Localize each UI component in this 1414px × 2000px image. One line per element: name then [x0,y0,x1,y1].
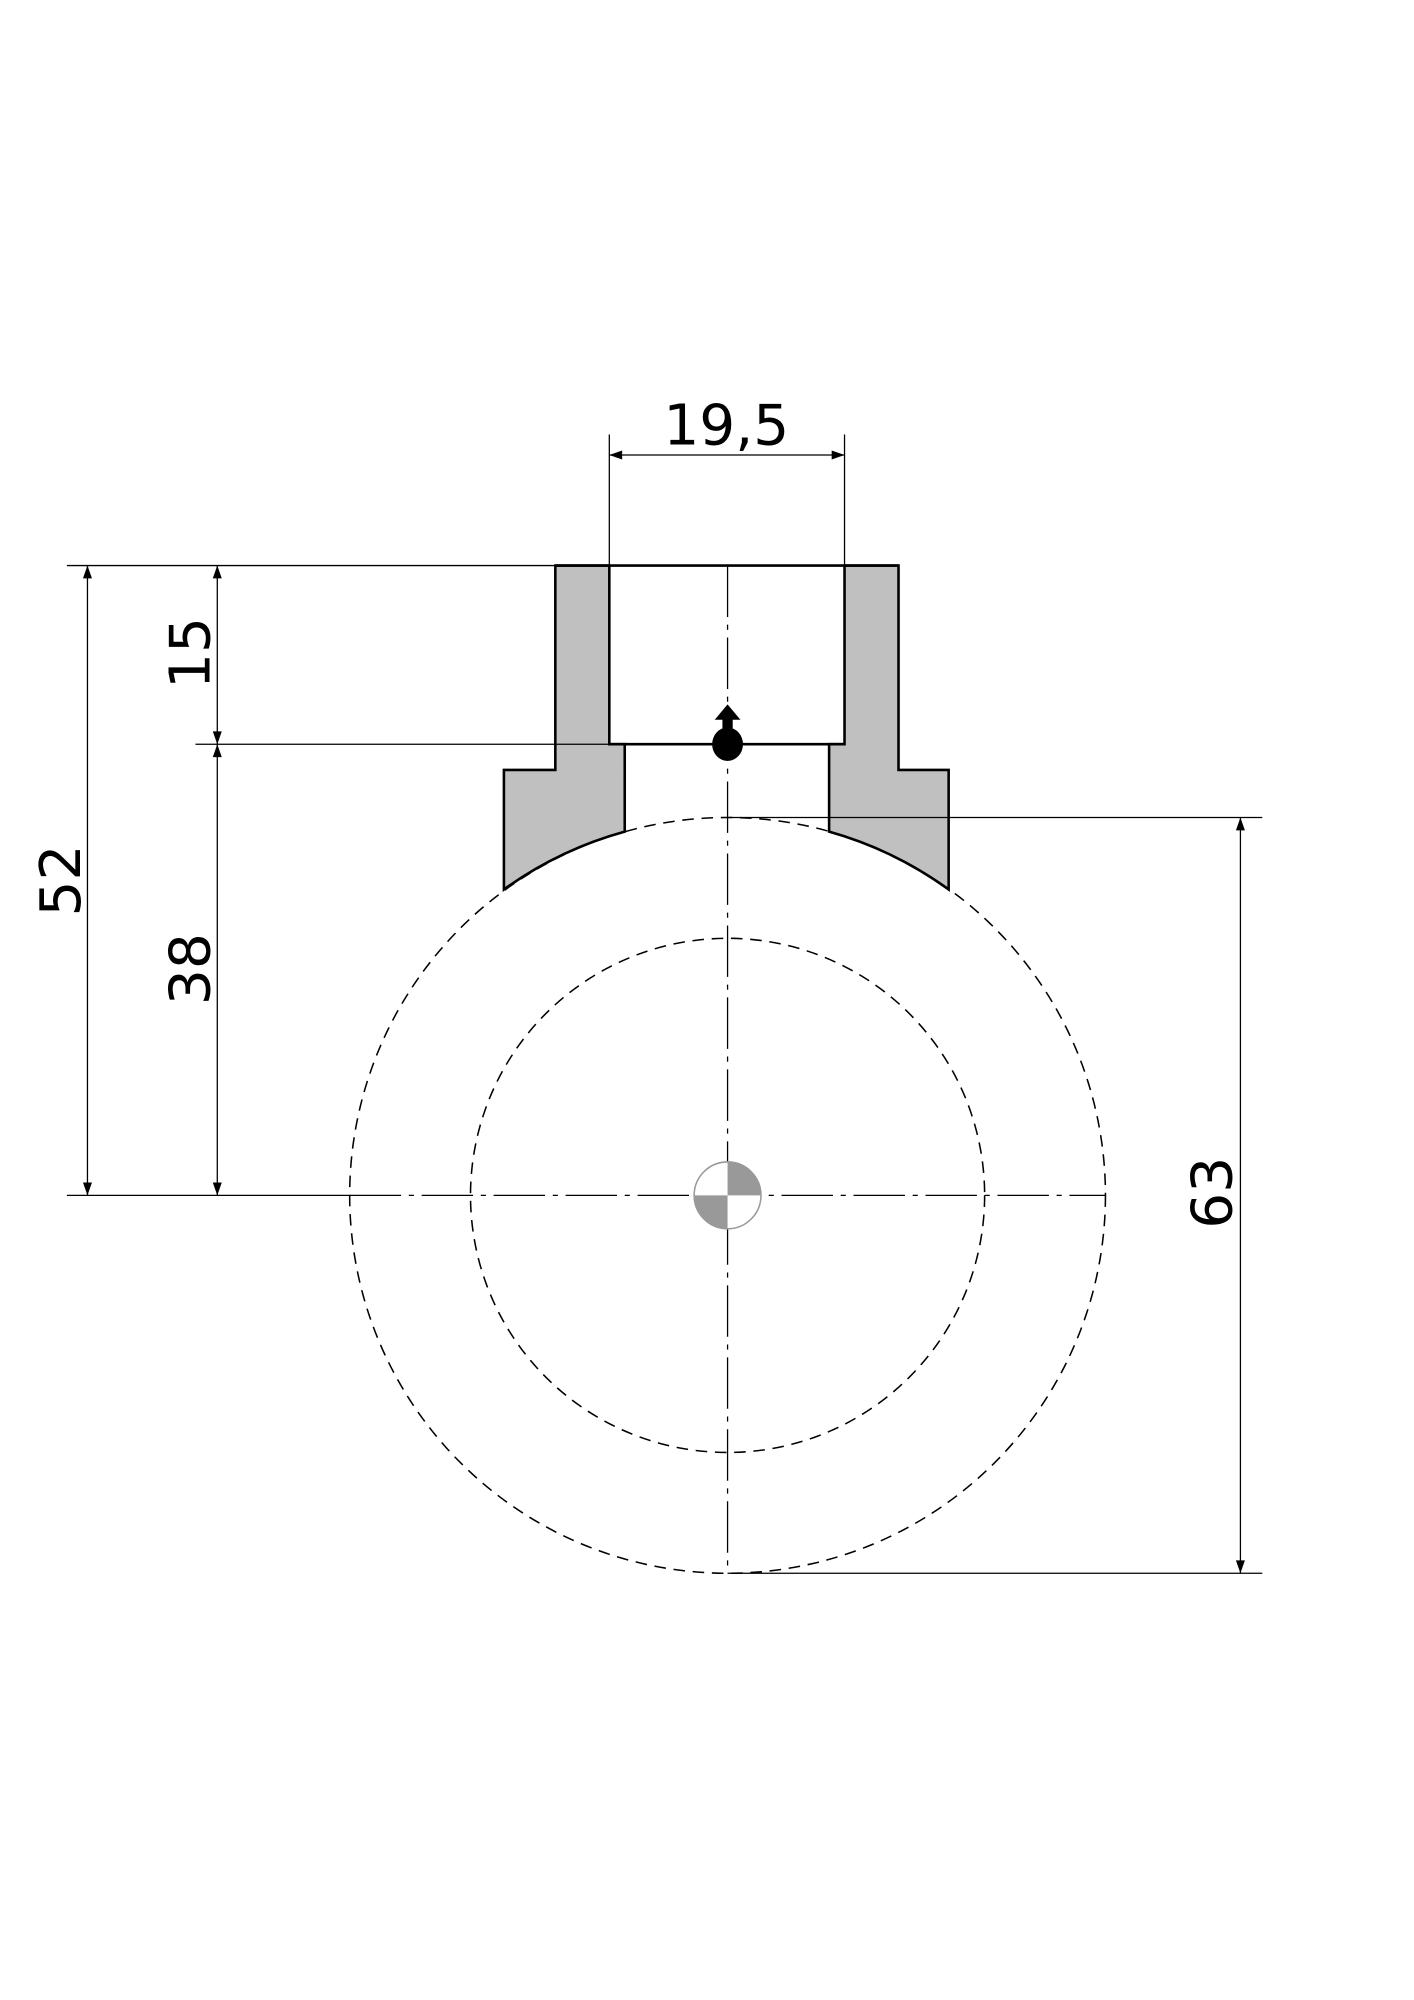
center-of-mass-icon [693,1161,762,1230]
dimension-circle-diameter: 63 [727,816,1263,1574]
dimension-bore-width: 19,5 [608,394,846,566]
dimension-label-63: 63 [1180,1157,1245,1229]
dimension-label-15: 15 [159,617,224,689]
dimension-label-52: 52 [29,844,94,916]
dimension-bore-depth: 15 [159,565,224,745]
origin-marker-icon [712,704,743,761]
dimension-lower-height: 38 [159,744,224,1196]
dimension-total-height: 52 [29,565,94,1196]
dimension-label-38: 38 [159,933,224,1005]
dimension-label-19-5: 19,5 [663,394,789,459]
left-wall [502,564,627,892]
right-wall [827,564,950,892]
